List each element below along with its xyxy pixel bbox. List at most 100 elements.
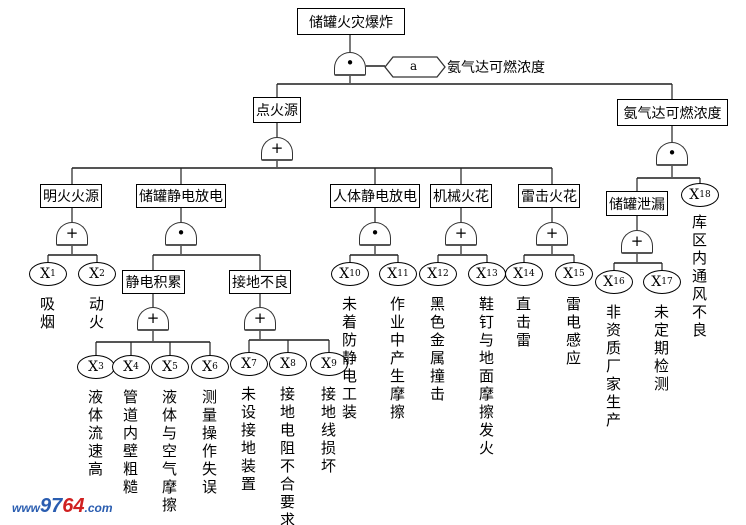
event-id: X — [88, 359, 99, 375]
or-gate-icon: + — [445, 222, 477, 246]
basic-event-label: 管道内壁粗糙 — [121, 389, 139, 497]
event-box-open-fire: 明火火源 — [40, 184, 102, 208]
event-subscript: 7 — [251, 359, 257, 369]
and-gate-icon: • — [656, 142, 688, 166]
watermark-suffix: .com — [84, 501, 113, 515]
event-box-ammonia: 氨气达可燃浓度 — [617, 99, 728, 126]
event-subscript: 17 — [661, 277, 673, 287]
event-box-ignition: 点火源 — [253, 97, 301, 123]
event-id: X — [202, 359, 213, 375]
event-id: X — [387, 266, 398, 282]
condition-symbol: a — [410, 59, 418, 73]
event-id: X — [563, 266, 574, 282]
event-subscript: 9 — [331, 359, 337, 369]
event-subscript: 15 — [573, 269, 585, 279]
event-id: X — [241, 356, 252, 372]
event-id: X — [89, 266, 100, 282]
event-id: X — [162, 359, 173, 375]
event-id: X — [427, 266, 438, 282]
event-id: X — [513, 266, 524, 282]
basic-event-label: 液体流速高 — [86, 389, 104, 479]
event-id: X — [40, 266, 51, 282]
event-subscript: 13 — [486, 269, 498, 279]
basic-event-label: 吸烟 — [38, 296, 56, 332]
event-box-tank-static: 储罐静电放电 — [136, 184, 226, 208]
top-event-box: 储罐火灾爆炸 — [297, 8, 405, 35]
condition-hexagon — [384, 56, 446, 78]
watermark-prefix: www — [12, 501, 41, 515]
event-id: X — [321, 356, 332, 372]
basic-event-label: 动火 — [87, 296, 105, 332]
event-box-tank-leak: 储罐泄漏 — [606, 191, 668, 216]
basic-event-label: 非资质厂家生产 — [604, 304, 622, 430]
basic-event-label: 测量操作失误 — [200, 389, 218, 497]
watermark-num1: 97 — [40, 495, 63, 517]
event-box-lightning: 雷击火花 — [518, 184, 580, 208]
event-box-static-accum: 静电积累 — [122, 270, 185, 294]
basic-event-label: 未定期检测 — [652, 304, 670, 394]
event-subscript: 5 — [172, 362, 178, 372]
or-gate-icon: + — [261, 137, 293, 161]
watermark-logo: www9764.com — [12, 495, 113, 518]
basic-event-label: 鞋钉与地面摩擦发火 — [477, 296, 495, 458]
event-id: X — [123, 359, 134, 375]
event-subscript: 11 — [397, 269, 409, 279]
event-box-body-static: 人体静电放电 — [330, 184, 420, 208]
event-id: X — [689, 187, 700, 203]
event-id: X — [339, 266, 350, 282]
event-subscript: 4 — [133, 362, 139, 372]
event-subscript: 6 — [212, 362, 218, 372]
and-gate-icon: • — [334, 52, 366, 76]
event-subscript: 14 — [523, 269, 535, 279]
event-box-poor-ground: 接地不良 — [229, 270, 291, 294]
event-subscript: 1 — [50, 269, 56, 279]
and-gate-icon: • — [165, 222, 197, 246]
and-gate-icon: • — [359, 222, 391, 246]
or-gate-icon: + — [244, 307, 276, 331]
or-gate-icon: + — [137, 307, 169, 331]
event-id: X — [280, 356, 291, 372]
basic-event-label: 库区内通风不良 — [690, 214, 708, 340]
basic-event-label: 接地电阻不合要求 — [278, 386, 296, 525]
event-subscript: 12 — [437, 269, 449, 279]
event-id: X — [476, 266, 487, 282]
event-box-mech-spark: 机械火花 — [430, 184, 492, 208]
event-subscript: 18 — [699, 190, 711, 200]
basic-event-label: 雷电感应 — [564, 296, 582, 368]
basic-event-label: 作业中产生摩擦 — [388, 296, 406, 422]
event-subscript: 2 — [99, 269, 105, 279]
event-subscript: 16 — [613, 277, 625, 287]
basic-event-label: 未着防静电工装 — [340, 296, 358, 422]
basic-event-label: 直击雷 — [514, 296, 532, 350]
basic-event-label: 接地线损坏 — [319, 386, 337, 476]
event-subscript: 3 — [98, 362, 104, 372]
or-gate-icon: + — [621, 230, 653, 254]
or-gate-icon: + — [56, 222, 88, 246]
basic-event-label: 黑色金属撞击 — [428, 296, 446, 404]
event-id: X — [603, 274, 614, 290]
event-id: X — [651, 274, 662, 290]
event-subscript: 8 — [290, 359, 296, 369]
basic-event-label: 液体与空气摩擦 — [160, 389, 178, 515]
event-subscript: 10 — [349, 269, 361, 279]
basic-event-label: 未设接地装置 — [239, 386, 257, 494]
